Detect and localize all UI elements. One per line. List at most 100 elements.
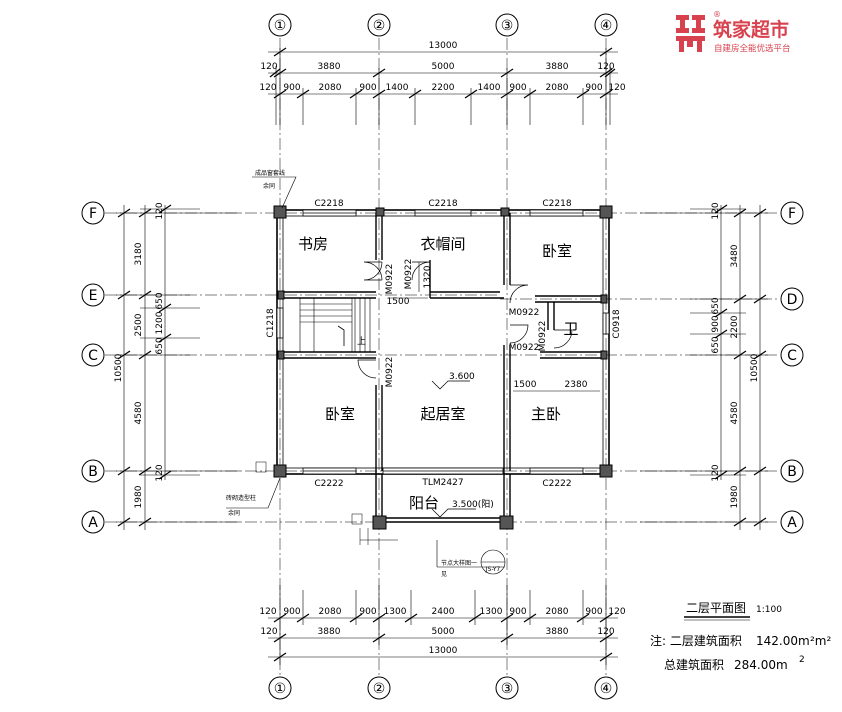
annotation-window-trim: 成品窗套线 — [255, 169, 285, 177]
door-label-5: M0922 — [385, 357, 395, 388]
window-label-west: C1218 — [266, 308, 276, 337]
top-dimension-lines — [268, 47, 618, 125]
dim-bottom-open-8: 2080 — [546, 607, 569, 617]
level-balcony: 3.500(阳) — [452, 499, 494, 510]
door-label-1: M0922 — [385, 264, 395, 295]
dim-right-detail-5: 120 — [711, 464, 721, 481]
dim-top-open-8: 2080 — [546, 83, 569, 93]
dim-bottom-open-edge-left: 120 — [259, 607, 276, 617]
dim-top-open-4: 1400 — [386, 83, 409, 93]
annotation-brick-column: 砖砌造型柱 — [226, 494, 256, 502]
axis-row-C-right: C — [787, 348, 797, 364]
dim-top-total: 13000 — [429, 41, 458, 51]
dim-left-detail-4: 650 — [155, 337, 165, 354]
dim-right-bay-2: 2200 — [730, 315, 740, 338]
dim-top-bay-3: 3880 — [546, 62, 569, 72]
drawing-title: 二层平面图 — [686, 601, 746, 615]
room-cloak: 衣帽间 — [420, 235, 465, 253]
dim-bottom-open-9: 900 — [585, 607, 602, 617]
annotation-detail-ref: 见 — [441, 571, 447, 578]
note-total-area-label: 总建筑面积 — [664, 657, 724, 672]
drawing-scale: 1:100 — [756, 605, 782, 615]
dim-1320: 1320 — [423, 265, 433, 288]
axis-grid — [105, 38, 780, 675]
dim-bottom-open-4: 1300 — [384, 607, 407, 617]
dim-top-edge-left: 120 — [260, 62, 277, 72]
dim-right-detail-2: 650 — [711, 297, 721, 314]
dim-bottom-bay-2: 5000 — [432, 627, 455, 637]
note-total-area-sup: 2 — [799, 655, 805, 665]
axis-row-B-left: B — [88, 464, 98, 480]
door-label-2: M0922 — [404, 259, 414, 290]
dim-top-open-9: 900 — [585, 83, 602, 93]
axis-col-2-bottom: ② — [373, 681, 386, 697]
level-marks — [431, 380, 476, 518]
leader-lines — [226, 176, 506, 575]
room-master: 主卧 — [531, 405, 561, 423]
stair — [299, 297, 376, 353]
axis-row-E-left: E — [89, 288, 98, 304]
axis-row-A-left: A — [88, 515, 98, 531]
dim-left-detail-5: 120 — [155, 464, 165, 481]
dim-right-bay-3: 4580 — [730, 401, 740, 424]
axis-col-2-top: ② — [373, 18, 386, 34]
axis-row-A-right: A — [787, 515, 797, 531]
windows — [276, 209, 610, 475]
axis-col-1-top: ① — [274, 18, 287, 34]
dim-top-open-6: 1400 — [478, 83, 501, 93]
area-notes: 注: 二层建筑面积 142.00m ²m² 总建筑面积 284.00m 2 — [650, 633, 832, 672]
interior-dimensions — [388, 262, 600, 392]
axis-row-B-right: B — [787, 464, 797, 480]
brand-logo: ® 筑家超市 自建房全能优选平台 — [676, 10, 791, 54]
dim-left-detail-2: 650 — [155, 292, 165, 309]
room-living: 起居室 — [420, 405, 465, 423]
level-floor: 3.600 — [449, 372, 475, 382]
dim-right-bay-1: 3480 — [730, 244, 740, 267]
room-bedroom-ne: 卧室 — [542, 242, 572, 260]
brand-mark-icon — [676, 15, 705, 52]
brand-tagline: 自建房全能优选平台 — [714, 43, 791, 54]
dim-bottom-total: 13000 — [429, 646, 458, 656]
dim-left-bay-4: 1980 — [134, 485, 144, 508]
dim-top-edge-right: 120 — [597, 62, 614, 72]
dim-right-detail-1: 120 — [711, 202, 721, 219]
dim-right-detail-3: 900 — [711, 315, 721, 332]
dim-right-detail-4: 650 — [711, 336, 721, 353]
axis-col-4-top: ④ — [600, 18, 613, 34]
door-label-6: M0922 — [538, 321, 548, 352]
column-posts — [273, 205, 613, 530]
note-total-area-value: 284.00m — [734, 658, 788, 672]
dim-bottom-edge-left: 120 — [260, 627, 277, 637]
axis-row-F-right: F — [788, 206, 796, 222]
axis-row-F-left: F — [89, 206, 97, 222]
dim-bottom-bay-1: 3880 — [318, 627, 341, 637]
registered-mark-icon: ® — [713, 10, 721, 19]
window-label-east: C0918 — [612, 309, 622, 338]
door-label-4: M0922 — [509, 343, 540, 353]
balcony-door-label: TLM2427 — [421, 478, 463, 488]
note-floor-area-unit: ²m² — [810, 634, 832, 648]
door-label-3: M0922 — [509, 308, 540, 318]
dim-top-bay-2: 5000 — [432, 62, 455, 72]
dim-top-open-3: 900 — [359, 83, 376, 93]
left-dimension-lines — [116, 204, 240, 530]
annotation-detail-code: JS-Y7 — [485, 566, 501, 573]
dim-left-total: 10500 — [114, 353, 124, 382]
brand-name: 筑家超市 — [713, 18, 789, 41]
axis-col-4-bottom: ④ — [600, 681, 613, 697]
dim-2380: 2380 — [565, 380, 588, 390]
dim-top-open-1: 900 — [283, 83, 300, 93]
dim-top-open-7: 900 — [509, 83, 526, 93]
dim-top-open-edge-left: 120 — [259, 83, 276, 93]
dim-bottom-open-5: 2400 — [432, 607, 455, 617]
dim-bottom-open-edge-right: 120 — [608, 607, 625, 617]
dim-bottom-open-1: 900 — [283, 607, 300, 617]
dim-top-open-5: 2200 — [432, 83, 455, 93]
bottom-dimension-lines — [268, 585, 618, 665]
annotation-window-trim-same: 余同 — [263, 182, 275, 190]
dim-right-total: 10500 — [750, 353, 760, 382]
window-label-s2: C2222 — [542, 479, 571, 489]
axis-col-1-bottom: ① — [274, 681, 287, 697]
detail-marks — [255, 461, 398, 545]
dim-1500-lower: 1500 — [514, 380, 537, 390]
